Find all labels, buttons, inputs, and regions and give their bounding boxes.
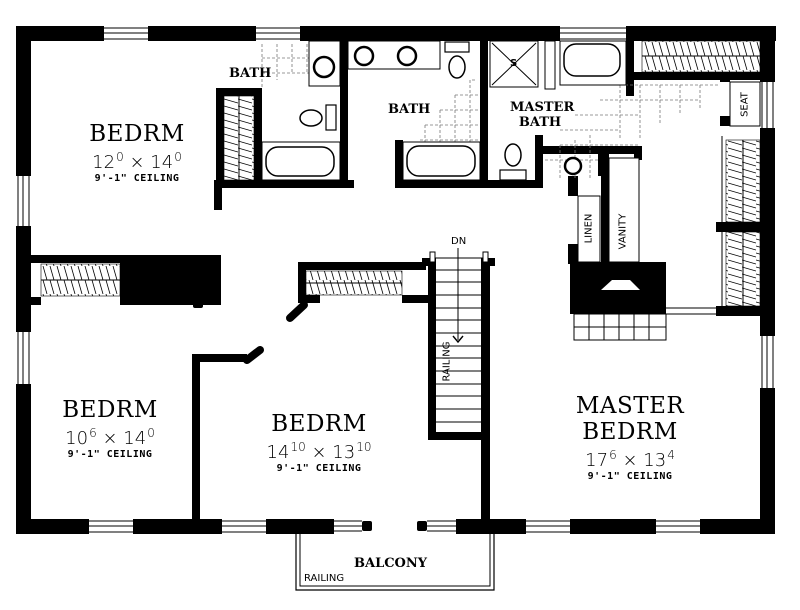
room-name: BEDRM: [62, 397, 158, 423]
seat-label: SEAT: [739, 92, 751, 117]
room-bath-1: BATH: [229, 66, 272, 81]
room-master-bath: MASTER BATH: [510, 100, 575, 130]
exterior-walls: [16, 26, 776, 534]
fireplace: [573, 280, 716, 341]
room-dimensions: 106 × 140: [65, 426, 155, 449]
room-bedroom-southwest: BEDRM 106 × 140 9'-1" CEILING: [45, 397, 175, 461]
shower-label: S: [510, 58, 518, 69]
room-dimensions: 1410 × 1310: [266, 440, 372, 463]
balcony-railing-label: RAILING: [304, 573, 345, 584]
ceiling-height: 9'-1" CEILING: [94, 173, 180, 184]
room-bedroom-south: BEDRM 1410 × 1310 9'-1" CEILING: [254, 411, 384, 475]
room-name-line1: MASTER: [575, 393, 685, 419]
room-bedroom-northwest: BEDRM 120 × 140 9'-1" CEILING: [72, 121, 202, 185]
closets: [40, 40, 761, 307]
linen-label: LINEN: [583, 213, 595, 244]
room-dimensions: 120 × 140: [92, 150, 182, 173]
room-name: BEDRM: [89, 121, 185, 147]
door-stubs: [243, 301, 308, 364]
room-name: BEDRM: [271, 411, 367, 437]
balcony: [295, 534, 495, 591]
staircase: [429, 248, 489, 423]
stair-down-label: DN: [451, 236, 467, 247]
ceiling-height: 9'-1" CEILING: [276, 463, 362, 474]
fixtures: [261, 40, 640, 263]
window-seat: [729, 81, 761, 127]
ceiling-height: 9'-1" CEILING: [587, 471, 673, 482]
windows: [17, 27, 774, 533]
balcony-label: BALCONY: [354, 556, 428, 571]
room-bath-2: BATH: [388, 102, 431, 117]
interior-walls: [31, 26, 760, 532]
room-master-bedroom: MASTER BEDRM 176 × 134 9'-1" CEILING: [565, 393, 695, 483]
stair-railing-label: RAILING: [441, 341, 453, 382]
room-name-line2: BEDRM: [582, 419, 678, 445]
room-dimensions: 176 × 134: [585, 448, 675, 471]
ceiling-height: 9'-1" CEILING: [67, 449, 153, 460]
vanity-label: VANITY: [617, 213, 629, 250]
